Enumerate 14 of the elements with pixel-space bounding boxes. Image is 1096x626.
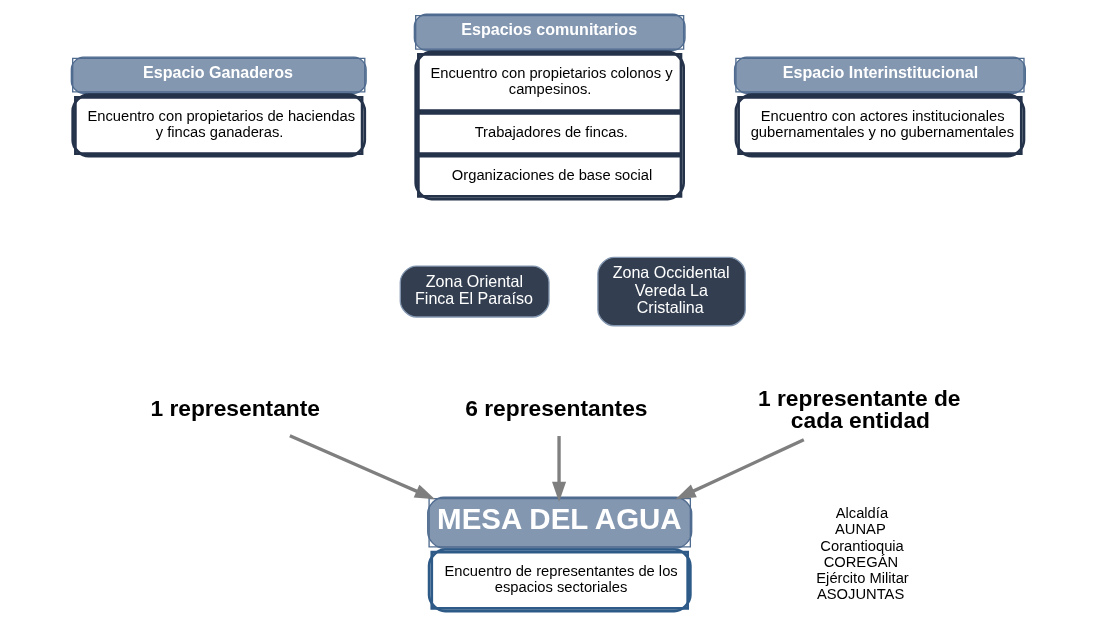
node-text: 6 representantes	[465, 394, 648, 421]
label: Corantioquia	[820, 537, 904, 554]
label: Ejército Militar	[816, 569, 909, 586]
arrow	[675, 438, 805, 500]
label: Alcaldía	[835, 505, 889, 522]
label: COREGÁN	[823, 553, 899, 570]
node-box: Zona Occidental Vereda La Cristalina	[597, 256, 746, 327]
arrow	[552, 436, 567, 502]
node-text: 1 representante	[150, 394, 320, 421]
node-text: 1 representante de cada entidad	[758, 384, 961, 434]
label: AUNAP	[835, 521, 886, 538]
arrow	[289, 434, 435, 500]
node-box: Zona Oriental Finca El Paraíso	[399, 265, 550, 318]
label: ASOJUNTAS	[816, 585, 905, 602]
